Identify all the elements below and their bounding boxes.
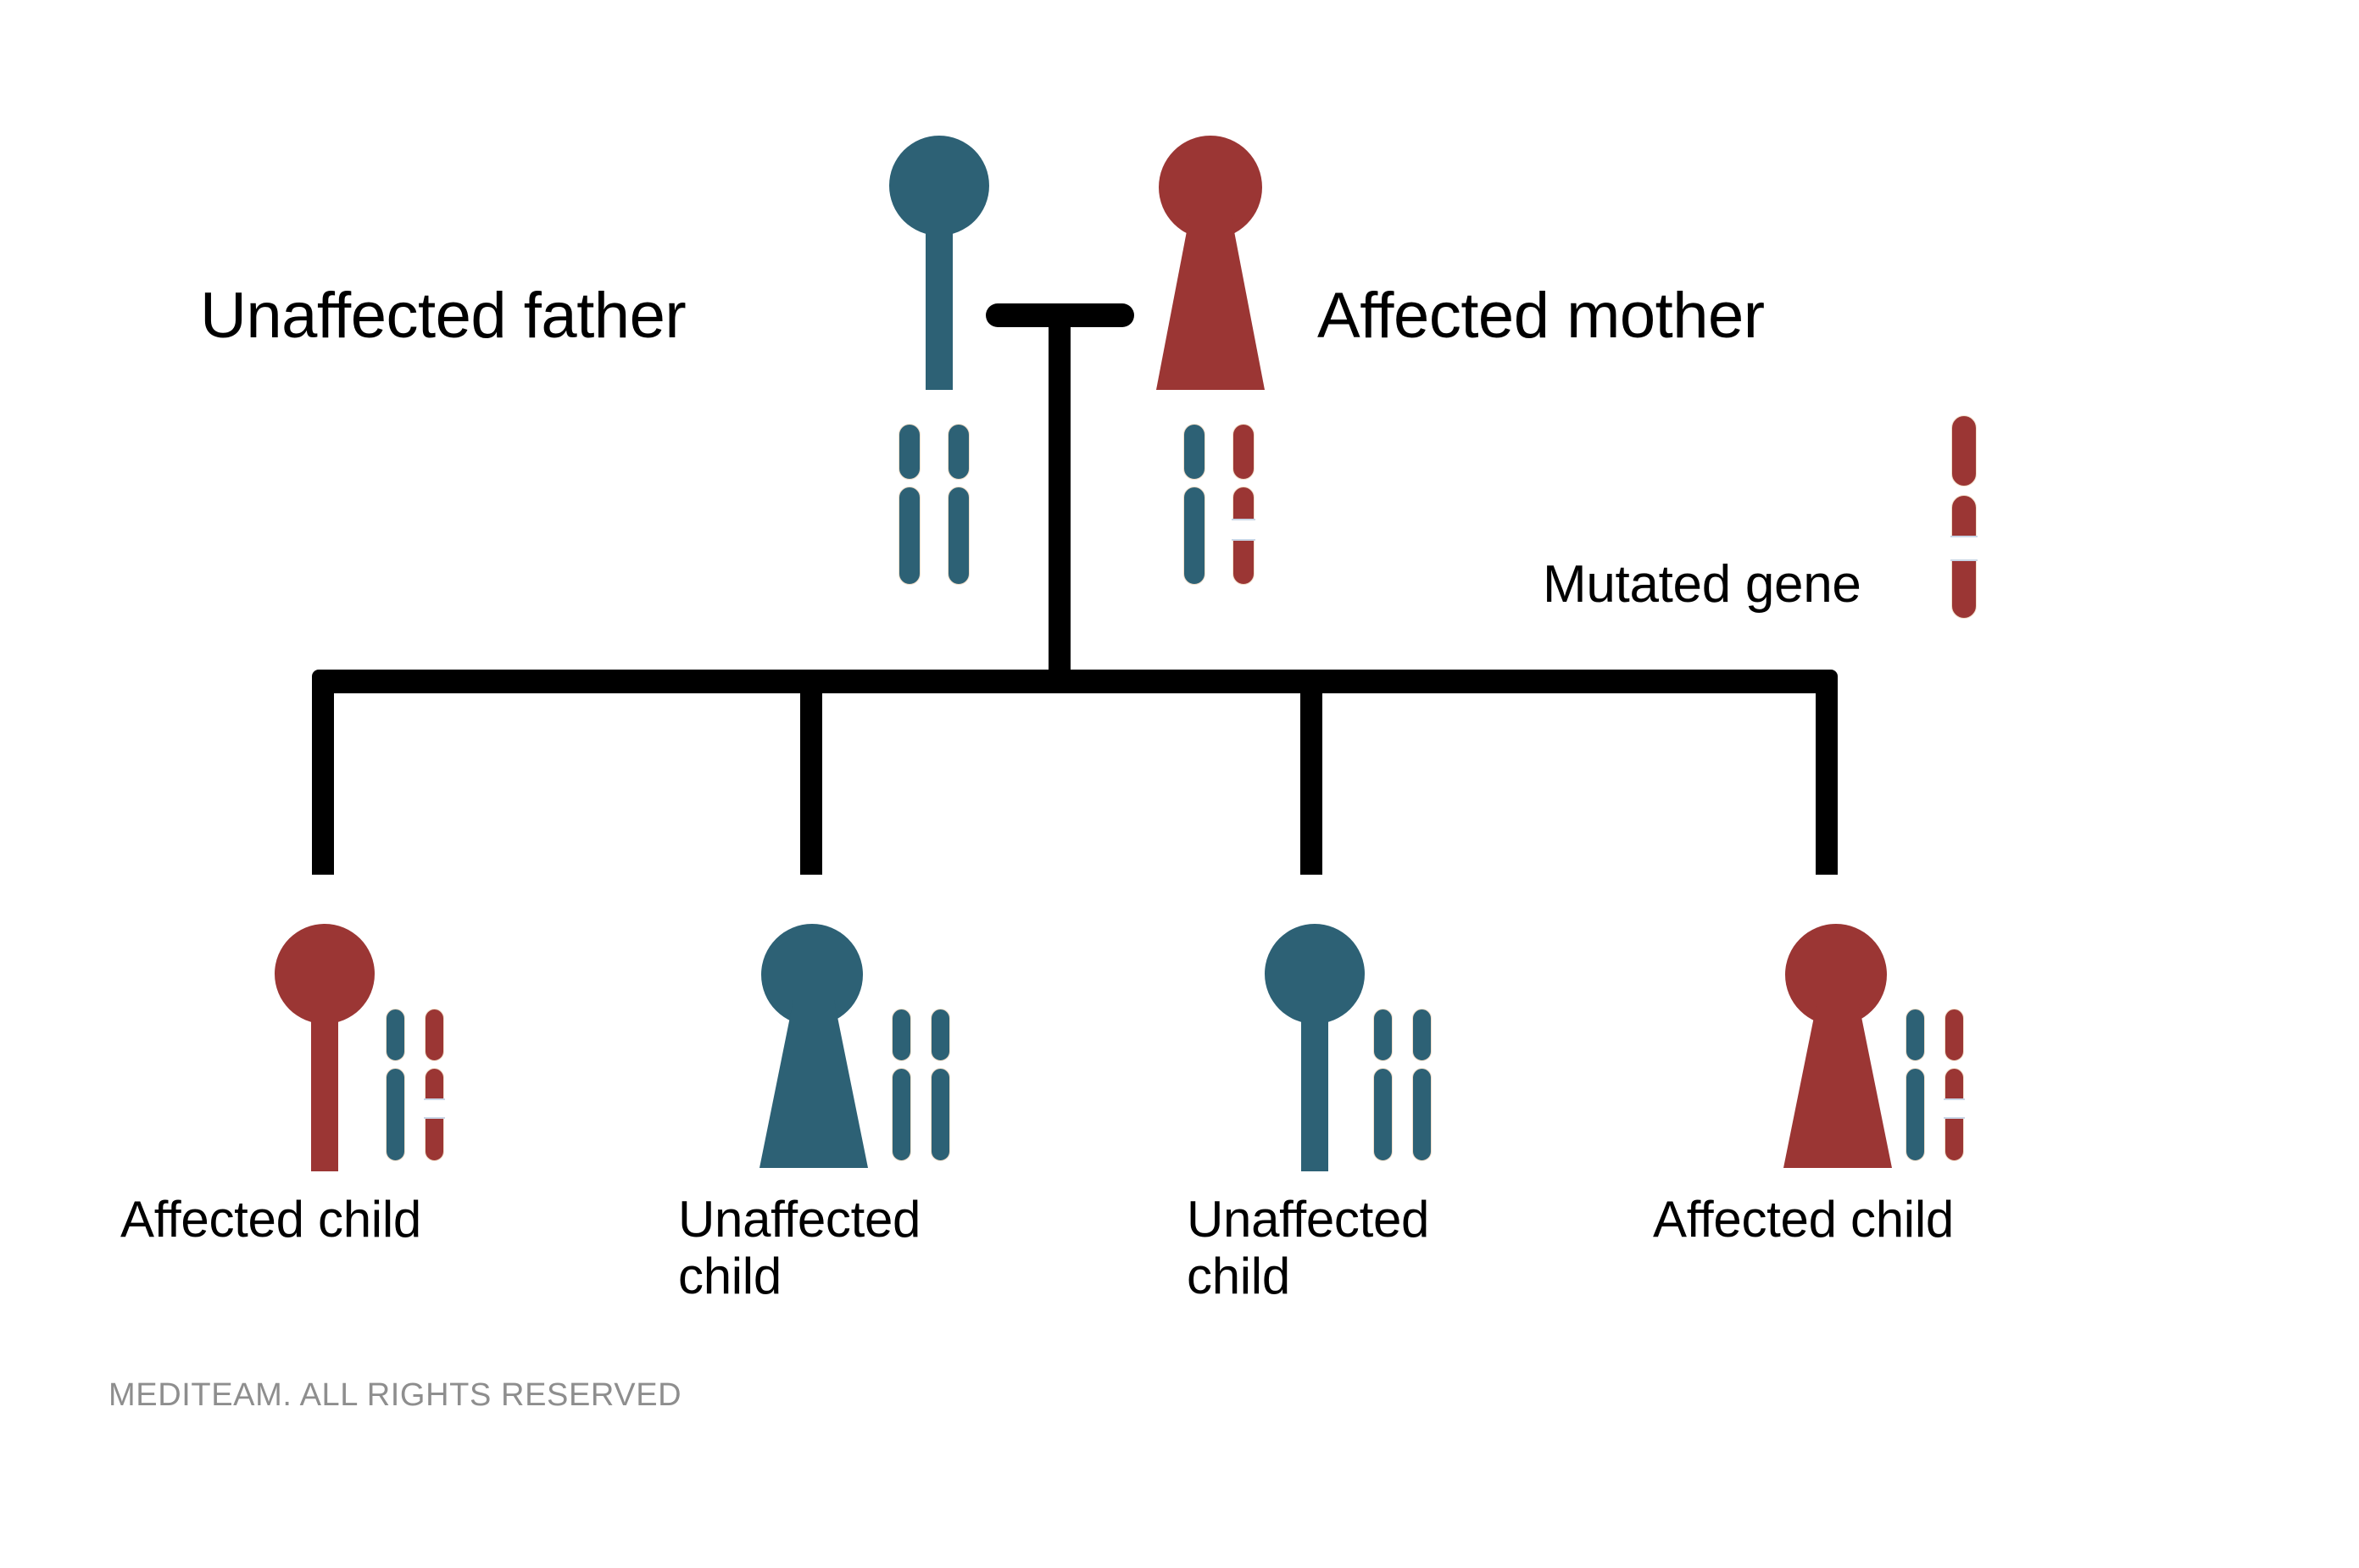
child-1-stem	[311, 1017, 338, 1171]
mutated-gene-band	[424, 1098, 445, 1119]
chromosome	[1183, 424, 1205, 585]
mutated-gene-label: Mutated gene	[1543, 555, 1861, 614]
person-mother[interactable]	[1143, 136, 1278, 390]
sibship-line	[312, 670, 1838, 693]
mother-label: Affected mother	[1317, 280, 1765, 352]
sibship-drop-child-4	[1816, 678, 1838, 875]
chromosome	[386, 1009, 405, 1161]
chromosome-mutated	[424, 1009, 445, 1161]
child-4-label: Affected child	[1653, 1191, 1954, 1248]
person-child-4[interactable]	[1770, 924, 1906, 1170]
mutated-gene-band	[1950, 536, 1978, 561]
father-label: Unaffected father	[200, 280, 687, 352]
person-child-3[interactable]	[1260, 924, 1370, 1171]
mother-chromosome-pair	[1183, 424, 1277, 585]
child-4-skirt	[1783, 1000, 1892, 1168]
copyright-notice: MEDITEAM. ALL RIGHTS RESERVED	[108, 1377, 682, 1413]
chromosome	[1412, 1009, 1432, 1161]
chromosome	[899, 424, 921, 585]
father-chromosome-pair	[899, 424, 992, 585]
child-1-label: Affected child	[120, 1191, 421, 1248]
chromosome	[948, 424, 970, 585]
person-child-1[interactable]	[270, 924, 380, 1171]
legend-chromosome	[1950, 415, 1985, 619]
sibship-drop-child-3	[1300, 678, 1322, 875]
father-stem	[926, 229, 953, 390]
person-child-2[interactable]	[746, 924, 882, 1170]
mother-skirt	[1156, 214, 1265, 390]
person-father[interactable]	[884, 136, 994, 390]
mutated-gene-band	[1944, 1098, 1965, 1119]
father-head-circle	[889, 136, 989, 236]
chromosome	[1373, 1009, 1393, 1161]
child-2-skirt	[759, 1000, 868, 1168]
chromosome-mutated	[1232, 424, 1255, 585]
mutated-gene-band	[1232, 519, 1255, 541]
chromosome	[892, 1009, 911, 1161]
chromosome-mutated	[1950, 415, 1978, 619]
child-2-label: Unaffected child	[678, 1191, 921, 1305]
chromosome-mutated	[1944, 1009, 1965, 1161]
child-1-chromosome-pair	[386, 1009, 470, 1161]
child-3-head-circle	[1265, 924, 1365, 1024]
sibship-drop-child-2	[800, 678, 822, 875]
chromosome	[1906, 1009, 1925, 1161]
chromosome	[931, 1009, 950, 1161]
child-3-stem	[1301, 1017, 1328, 1171]
child-3-label: Unaffected child	[1187, 1191, 1430, 1305]
child-2-chromosome-pair	[892, 1009, 976, 1161]
sibship-drop-child-1	[312, 678, 334, 875]
descent-line	[1049, 315, 1071, 683]
child-1-head-circle	[275, 924, 375, 1024]
child-4-chromosome-pair	[1906, 1009, 1990, 1161]
child-3-chromosome-pair	[1373, 1009, 1458, 1161]
